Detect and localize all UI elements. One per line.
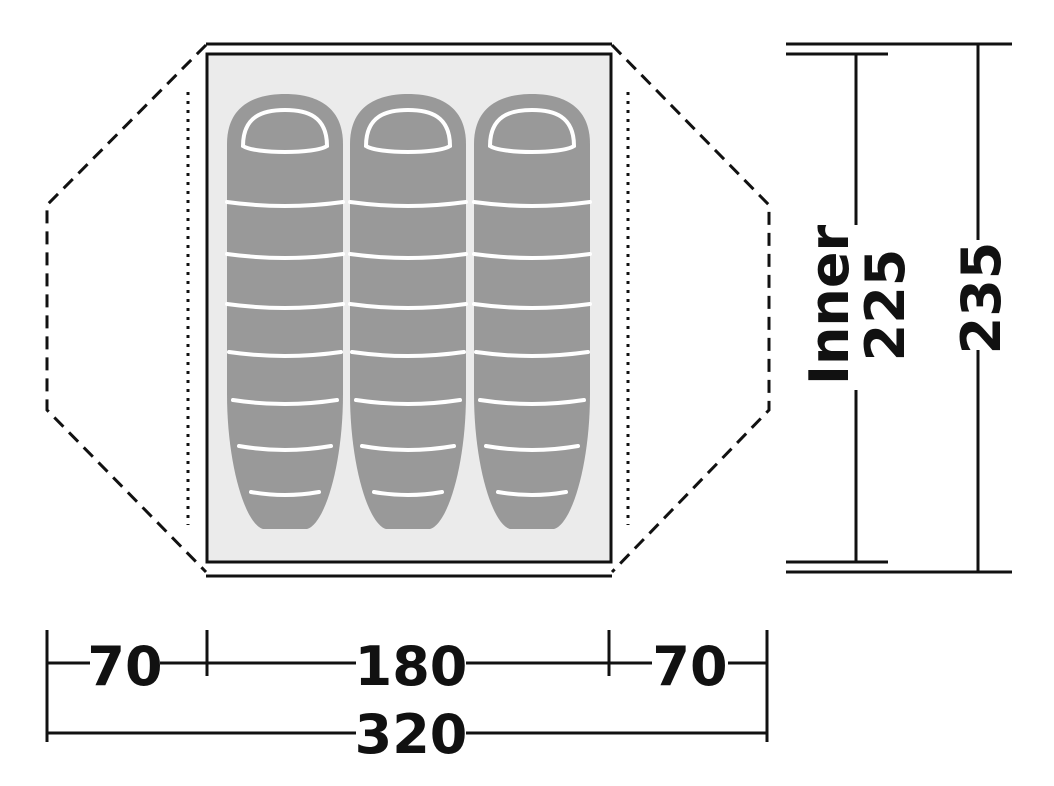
inner-label: Inner <box>798 225 861 386</box>
total-length-value: 235 <box>950 242 1013 355</box>
inner-length-value: 225 <box>854 249 917 362</box>
sleeping-bag-2 <box>348 92 468 531</box>
inner-width-value: 180 <box>355 635 468 698</box>
total-width-value: 320 <box>355 703 468 766</box>
flysheet-edges <box>206 42 612 578</box>
sleeping-bag-3 <box>472 92 592 531</box>
vestibule-right-width: 70 <box>652 635 727 698</box>
width-dimension-lines <box>45 630 769 742</box>
vestibule-dotted-lines <box>186 92 630 525</box>
sleeping-bag-1 <box>225 92 345 531</box>
length-dimension-lines <box>786 42 1012 574</box>
inner-door-lines <box>205 90 613 530</box>
outer-flysheet-outline <box>45 43 771 574</box>
vestibule-left-width: 70 <box>87 635 162 698</box>
